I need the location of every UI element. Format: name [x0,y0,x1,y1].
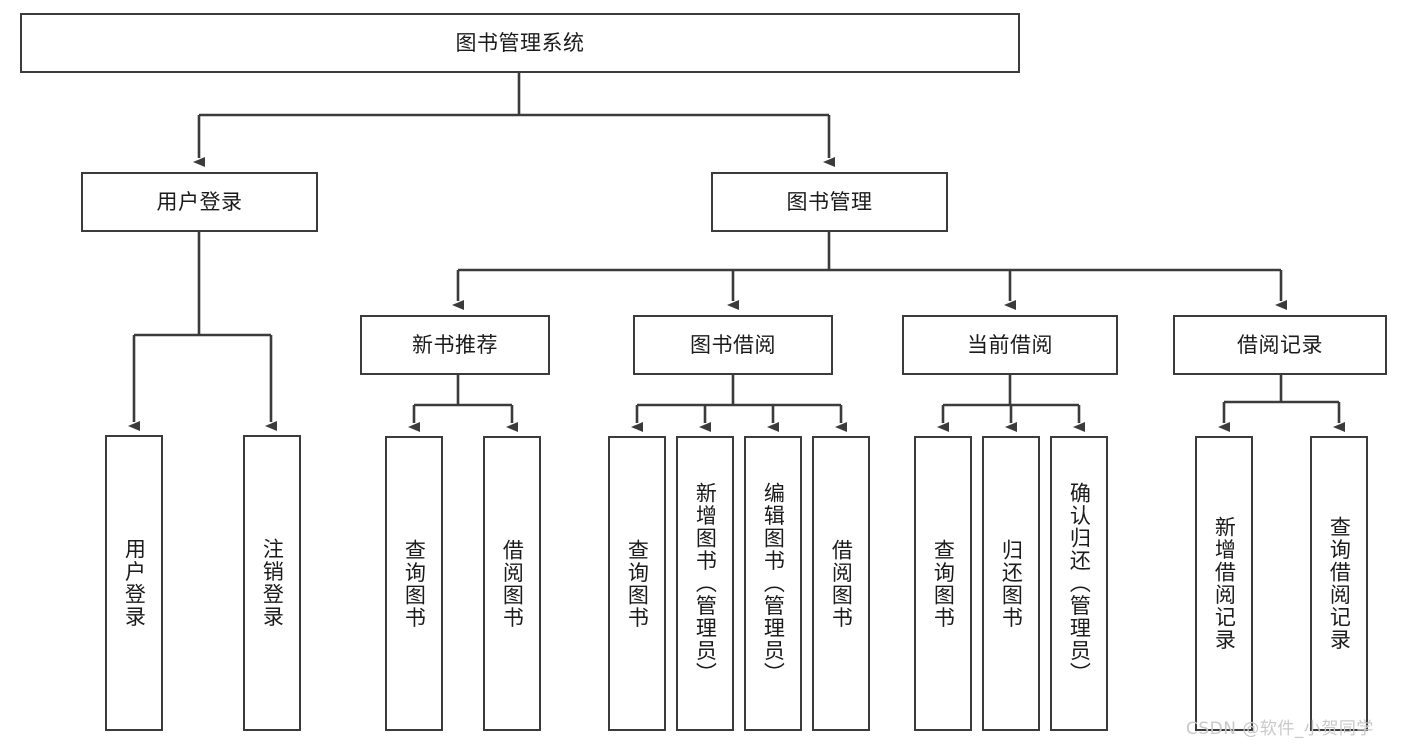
node-label: 注销登录 [260,538,285,628]
node-new-book-recommend[interactable]: 新书推荐 [360,315,550,375]
node-label: 查询图书 [625,538,650,629]
node-label: 图书管理系统 [455,30,585,55]
node-book-management[interactable]: 图书管理 [711,172,948,232]
node-label: 新增借阅记录 [1212,516,1237,651]
leaf-borrow-book-recommend[interactable]: 借阅图书 [483,436,541,731]
leaf-query-book-recommend[interactable]: 查询图书 [385,436,443,731]
leaf-add-book-admin[interactable]: 新增图书（管理员） [676,436,734,731]
watermark: CSDN @软件_小贺同学 [1186,719,1374,739]
node-root-system[interactable]: 图书管理系统 [20,13,1020,73]
node-borrow-record[interactable]: 借阅记录 [1173,315,1387,375]
leaf-add-borrow-record[interactable]: 新增借阅记录 [1195,436,1253,731]
node-label: 编辑图书（管理员） [761,482,786,685]
leaf-return-book[interactable]: 归还图书 [982,436,1040,731]
leaf-query-book-borrow[interactable]: 查询图书 [608,436,666,731]
node-label: 查询图书 [931,538,956,629]
node-current-borrow[interactable]: 当前借阅 [902,315,1118,375]
node-label: 用户登录 [156,189,243,214]
node-label: 图书借阅 [690,332,776,357]
leaf-query-book-current[interactable]: 查询图书 [914,436,972,731]
node-label: 查询借阅记录 [1327,516,1352,651]
node-label: 新增图书（管理员） [693,482,718,685]
leaf-user-login[interactable]: 用户登录 [105,435,163,731]
node-label: 查询图书 [402,538,427,629]
node-label: 当前借阅 [967,332,1053,357]
leaf-borrow-book[interactable]: 借阅图书 [812,436,870,731]
leaf-edit-book-admin[interactable]: 编辑图书（管理员） [744,436,802,731]
node-label: 借阅图书 [500,538,525,629]
node-user-login[interactable]: 用户登录 [81,172,318,232]
leaf-query-borrow-record[interactable]: 查询借阅记录 [1310,436,1368,731]
node-label: 用户登录 [122,538,147,628]
leaf-logout[interactable]: 注销登录 [243,435,301,731]
node-label: 新书推荐 [412,332,498,357]
node-label: 归还图书 [999,538,1024,629]
node-label: 借阅记录 [1237,332,1323,357]
node-label: 图书管理 [786,189,873,214]
node-label: 借阅图书 [829,538,854,629]
leaf-confirm-return-admin[interactable]: 确认归还（管理员） [1050,436,1108,731]
node-label: 确认归还（管理员） [1067,482,1092,685]
node-book-borrow[interactable]: 图书借阅 [633,315,833,375]
